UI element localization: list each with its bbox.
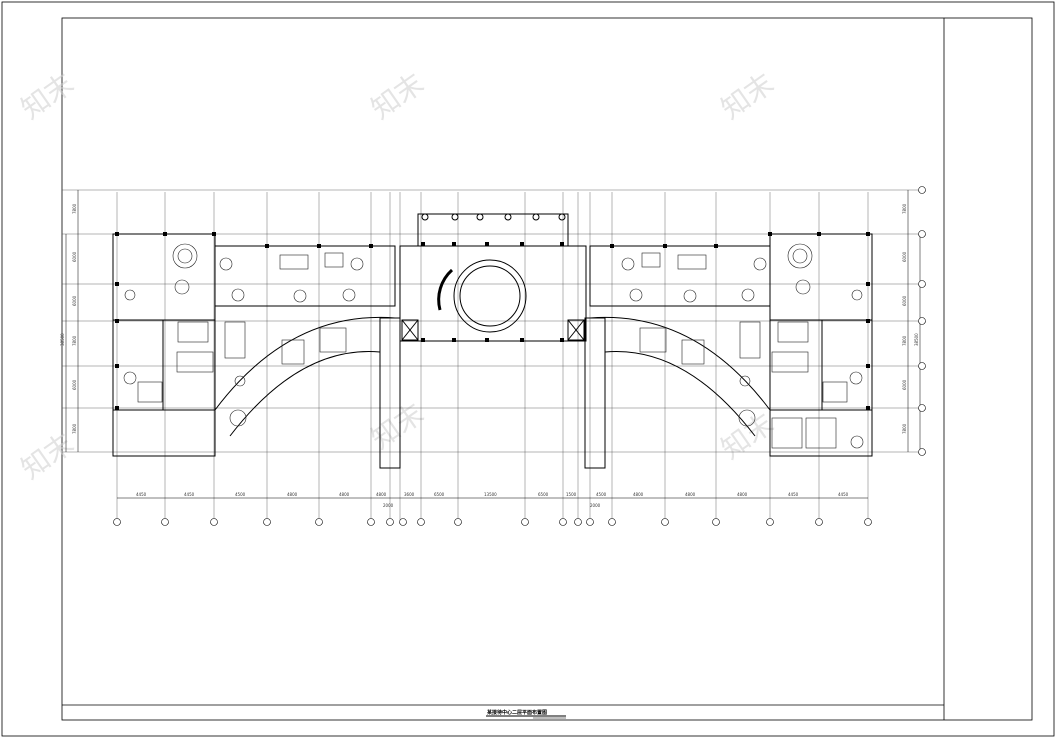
dim-left-total: 38500 [60, 333, 65, 346]
dim-bay-3: 4500 [235, 492, 246, 497]
dim-right-row-3: 6000 [902, 295, 907, 306]
dim-left-row-4: 7800 [72, 335, 77, 346]
dim-bay-10: 6500 [538, 492, 549, 497]
dim-bay-15: 4800 [737, 492, 748, 497]
dim-bay-2: 4450 [184, 492, 195, 497]
dim-gap-right: 2000 [590, 503, 601, 508]
bottom-axis-bubbles [113, 518, 872, 526]
dim-right-row-5: 6000 [902, 379, 907, 390]
dim-left-row-6: 7800 [72, 423, 77, 434]
dim-left-row-5: 6000 [72, 379, 77, 390]
watermark-1: 知末 [15, 67, 80, 126]
watermark-5: 知末 [365, 397, 430, 456]
dim-bay-6: 4800 [376, 492, 387, 497]
drawing-title: 某接待中心二层平面布置图 [486, 709, 547, 716]
dim-right-row-6: 7800 [902, 423, 907, 434]
dim-left-row-2: 6000 [72, 251, 77, 262]
structural-columns [115, 232, 870, 410]
watermark-2: 知末 [365, 67, 430, 126]
dim-bay-9: 13500 [484, 492, 497, 497]
dim-right-row-4: 7800 [902, 335, 907, 346]
dim-bay-14: 4800 [685, 492, 696, 497]
watermark-4: 知末 [15, 427, 80, 486]
dim-right-total: 38500 [914, 333, 919, 346]
right-axis-bubbles [918, 186, 926, 456]
dim-gap-left: 2000 [383, 503, 394, 508]
dim-left-row-1: 7800 [72, 203, 77, 214]
dim-bay-5: 4800 [339, 492, 350, 497]
watermark-3: 知末 [715, 67, 780, 126]
bottom-dimension-line: 4450 4450 4500 4800 4800 4800 3600 6500 … [117, 492, 868, 508]
dim-bay-4: 4800 [287, 492, 298, 497]
side-dimension-lines: 7800 6000 6000 7800 6000 7800 38500 7800… [60, 190, 921, 452]
vertical-grid-lines [116, 192, 869, 520]
left-furniture [123, 243, 364, 427]
dim-right-row-1: 7800 [902, 203, 907, 214]
dim-bay-11: 1500 [566, 492, 577, 497]
right-furniture [621, 243, 864, 449]
central-hall [399, 213, 587, 342]
dim-bay-7: 3600 [404, 492, 415, 497]
dim-bay-1: 4450 [136, 492, 147, 497]
right-wing-walls [584, 233, 873, 469]
dim-bay-12: 4500 [596, 492, 607, 497]
horizontal-grid-lines [62, 189, 920, 453]
dim-bay-16: 4450 [788, 492, 799, 497]
dim-bay-17: 4450 [838, 492, 849, 497]
drawing-title-block: 某接待中心二层平面布置图 [486, 709, 566, 719]
left-wing-walls [112, 233, 401, 469]
inner-frame [61, 17, 1033, 721]
dim-right-row-2: 6000 [902, 251, 907, 262]
rotunda-columns [421, 213, 566, 342]
dim-bay-8: 6500 [434, 492, 445, 497]
dim-left-row-3: 6000 [72, 295, 77, 306]
dim-bay-13: 4800 [633, 492, 644, 497]
